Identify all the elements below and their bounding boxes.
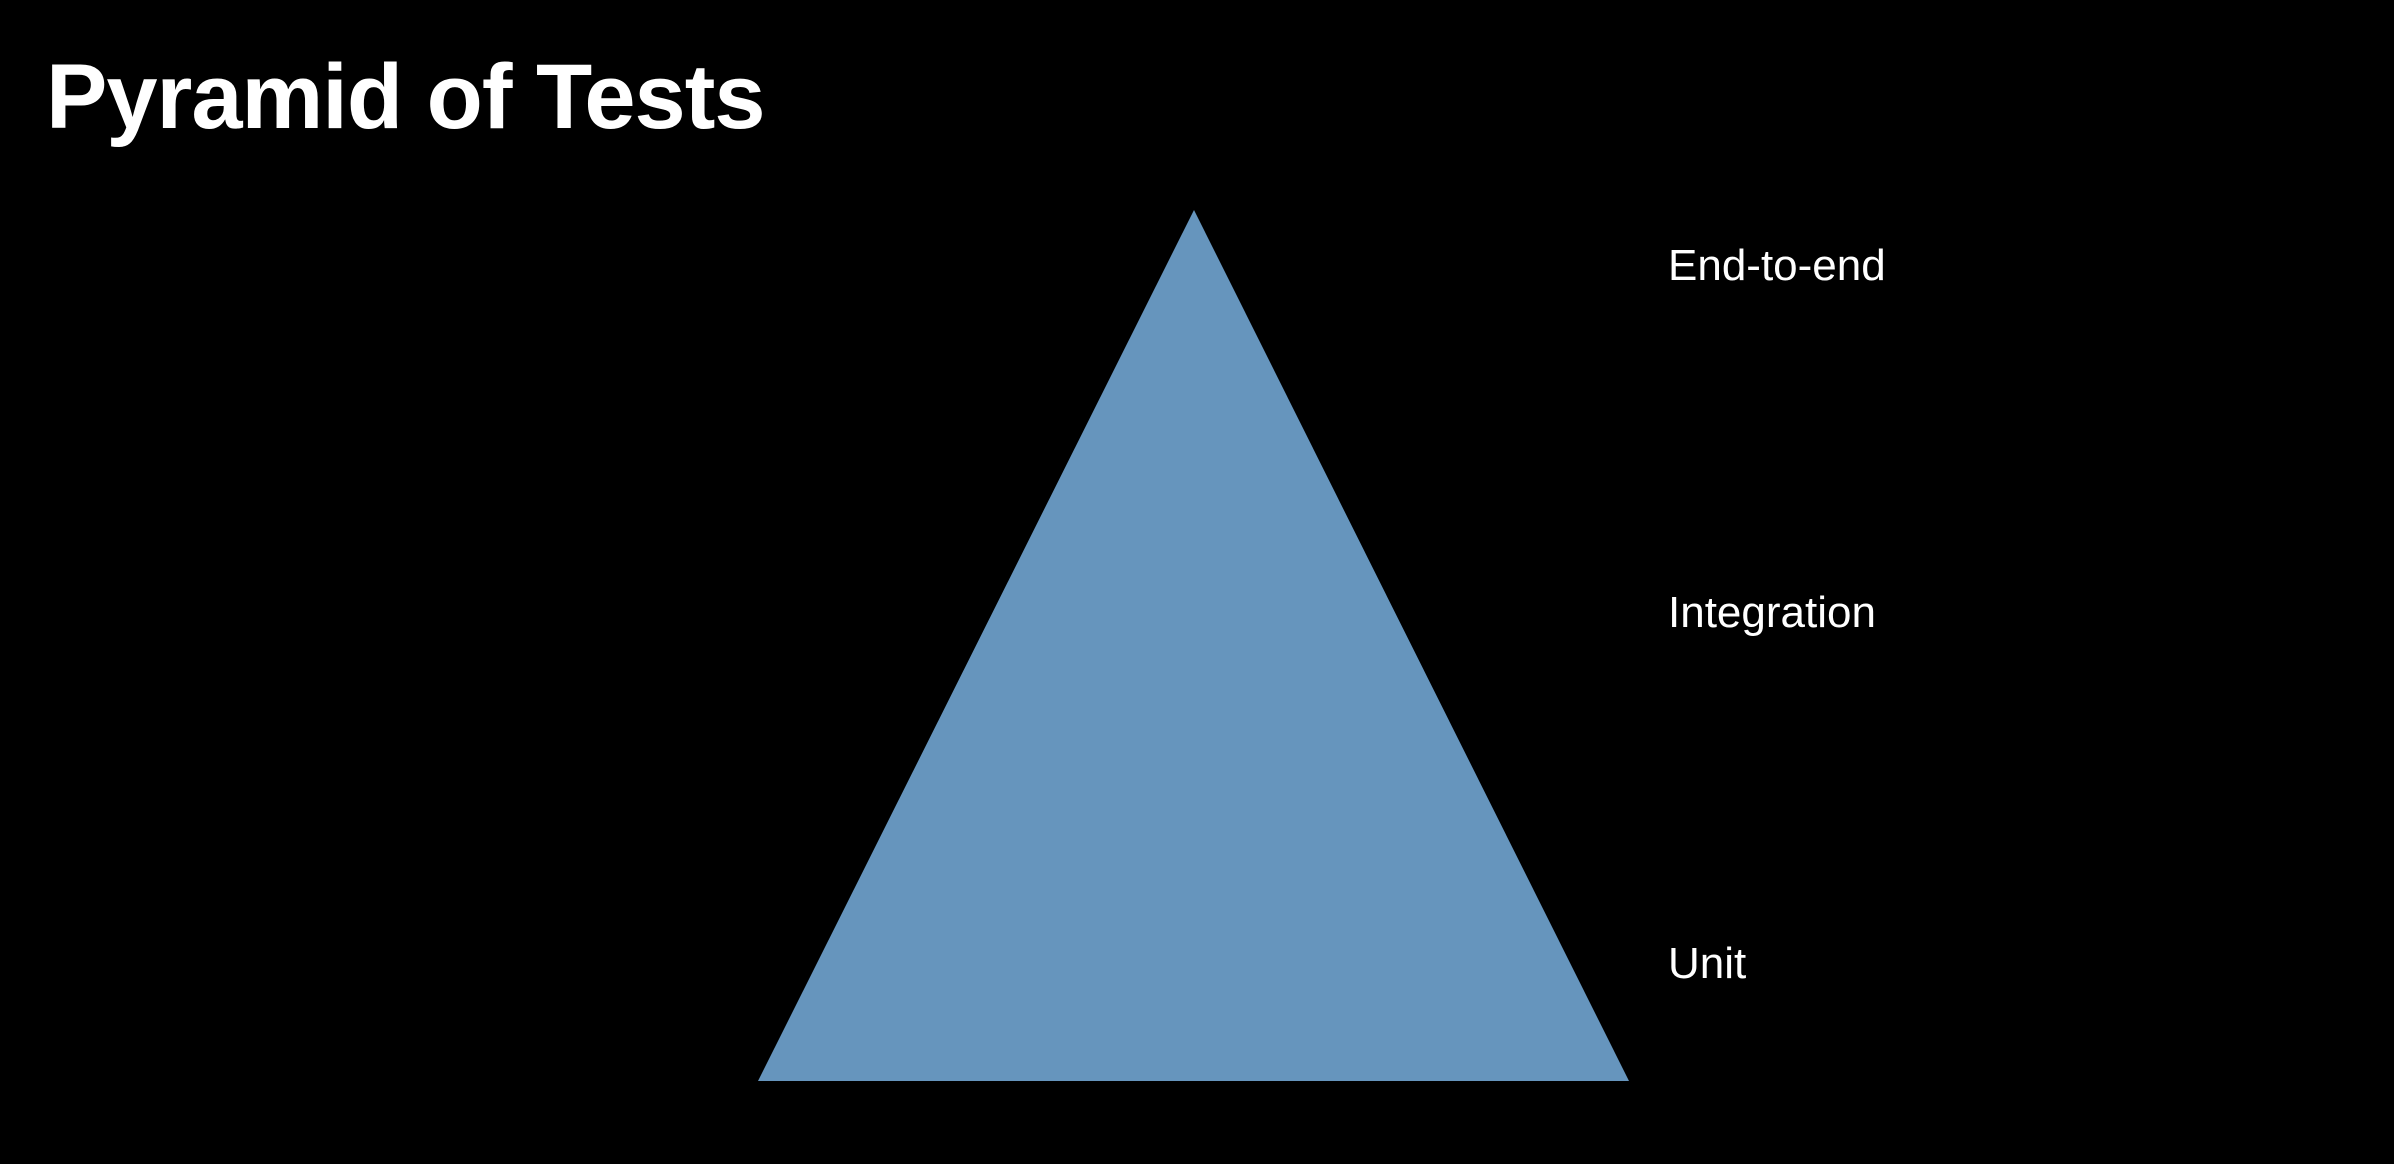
layer-label-unit: Unit (1668, 939, 1747, 988)
slide-title: Pyramid of Tests (46, 46, 766, 148)
pyramid-shape (758, 210, 1629, 1081)
layer-label-integration: Integration (1668, 588, 1876, 637)
layer-label-end-to-end: End-to-end (1668, 241, 1886, 290)
